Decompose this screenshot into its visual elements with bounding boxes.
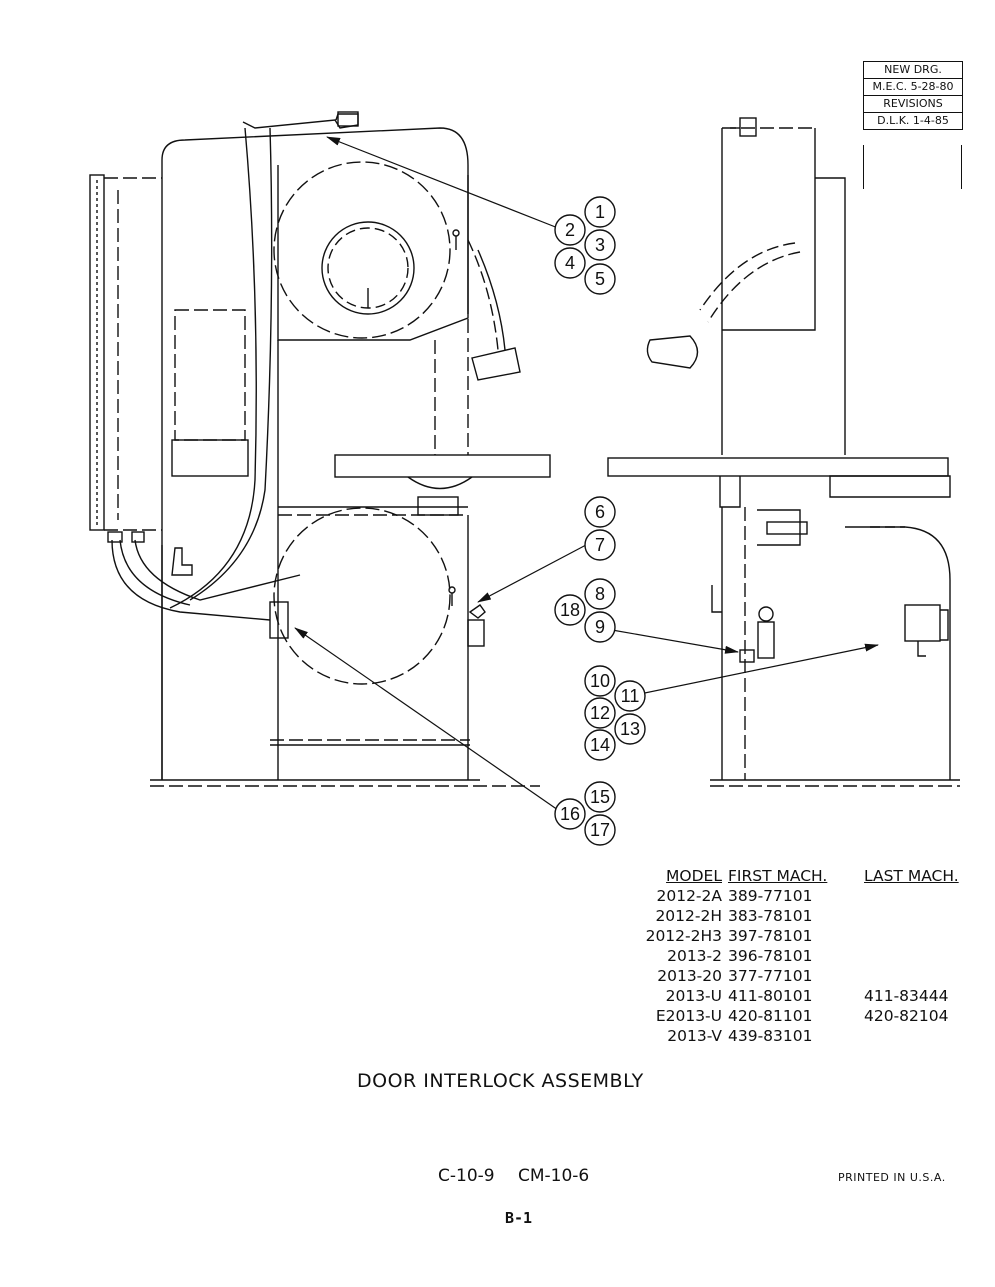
svg-text:8: 8	[595, 584, 605, 604]
callout-1: 1	[584, 196, 616, 228]
svg-text:13: 13	[620, 719, 640, 739]
callout-18: 18	[554, 594, 586, 626]
svg-text:18: 18	[560, 600, 580, 620]
svg-text:17: 17	[590, 820, 610, 840]
callout-2: 2	[554, 214, 586, 246]
callout-4: 4	[554, 247, 586, 279]
svg-text:16: 16	[560, 804, 580, 824]
revision-box: NEW DRG. M.E.C. 5-28-80 REVISIONS D.L.K.…	[863, 61, 963, 130]
callout-6: 6	[584, 496, 616, 528]
drawing-title: DOOR INTERLOCK ASSEMBLY	[357, 1070, 644, 1092]
callout-3: 3	[584, 229, 616, 261]
page-number: B-1	[505, 1209, 533, 1227]
header-model: MODEL	[666, 867, 722, 885]
header-first-mach: FIRST MACH.	[728, 867, 828, 885]
svg-text:2: 2	[565, 220, 575, 240]
svg-text:3: 3	[595, 235, 605, 255]
drawing-codes: C-10-9 CM-10-6	[438, 1166, 590, 1186]
callout-12: 12	[584, 697, 616, 729]
svg-text:6: 6	[595, 502, 605, 522]
callout-14: 14	[584, 729, 616, 761]
svg-text:12: 12	[590, 703, 610, 723]
svg-text:1: 1	[595, 202, 605, 222]
svg-text:7: 7	[595, 535, 605, 555]
header-last-mach: LAST MACH.	[864, 867, 959, 885]
front-view	[89, 111, 551, 787]
svg-text:10: 10	[590, 671, 610, 691]
revision-box-border	[961, 145, 962, 189]
printed-label: PRINTED IN U.S.A.	[838, 1171, 946, 1184]
callout-10: 10	[584, 665, 616, 697]
revision-row: REVISIONS	[864, 96, 962, 113]
revision-box-border	[863, 145, 864, 189]
revision-row: D.L.K. 1-4-85	[864, 113, 962, 130]
svg-text:14: 14	[590, 735, 610, 755]
svg-text:4: 4	[565, 253, 575, 273]
callout-9: 9	[584, 611, 616, 643]
svg-text:11: 11	[621, 686, 640, 706]
callout-7: 7	[584, 529, 616, 561]
callout-8: 8	[584, 578, 616, 610]
callout-5: 5	[584, 263, 616, 295]
leader-lines	[294, 136, 879, 811]
callout-11: 11	[614, 680, 646, 712]
callout-15: 15	[584, 781, 616, 813]
revision-row: M.E.C. 5-28-80	[864, 79, 962, 96]
revision-row: NEW DRG.	[864, 62, 962, 79]
side-view	[607, 117, 960, 787]
table-header: MODEL FIRST MACH. LAST MACH.	[630, 866, 974, 886]
callout-13: 13	[614, 713, 646, 745]
callout-16: 16	[554, 798, 586, 830]
svg-text:5: 5	[595, 269, 605, 289]
svg-text:15: 15	[590, 787, 610, 807]
callouts: 1 2 3 4 5 6 7 8 9 10 11 12 13 14 15 16 1…	[554, 196, 646, 846]
callout-17: 17	[584, 814, 616, 846]
svg-text:9: 9	[595, 617, 605, 637]
